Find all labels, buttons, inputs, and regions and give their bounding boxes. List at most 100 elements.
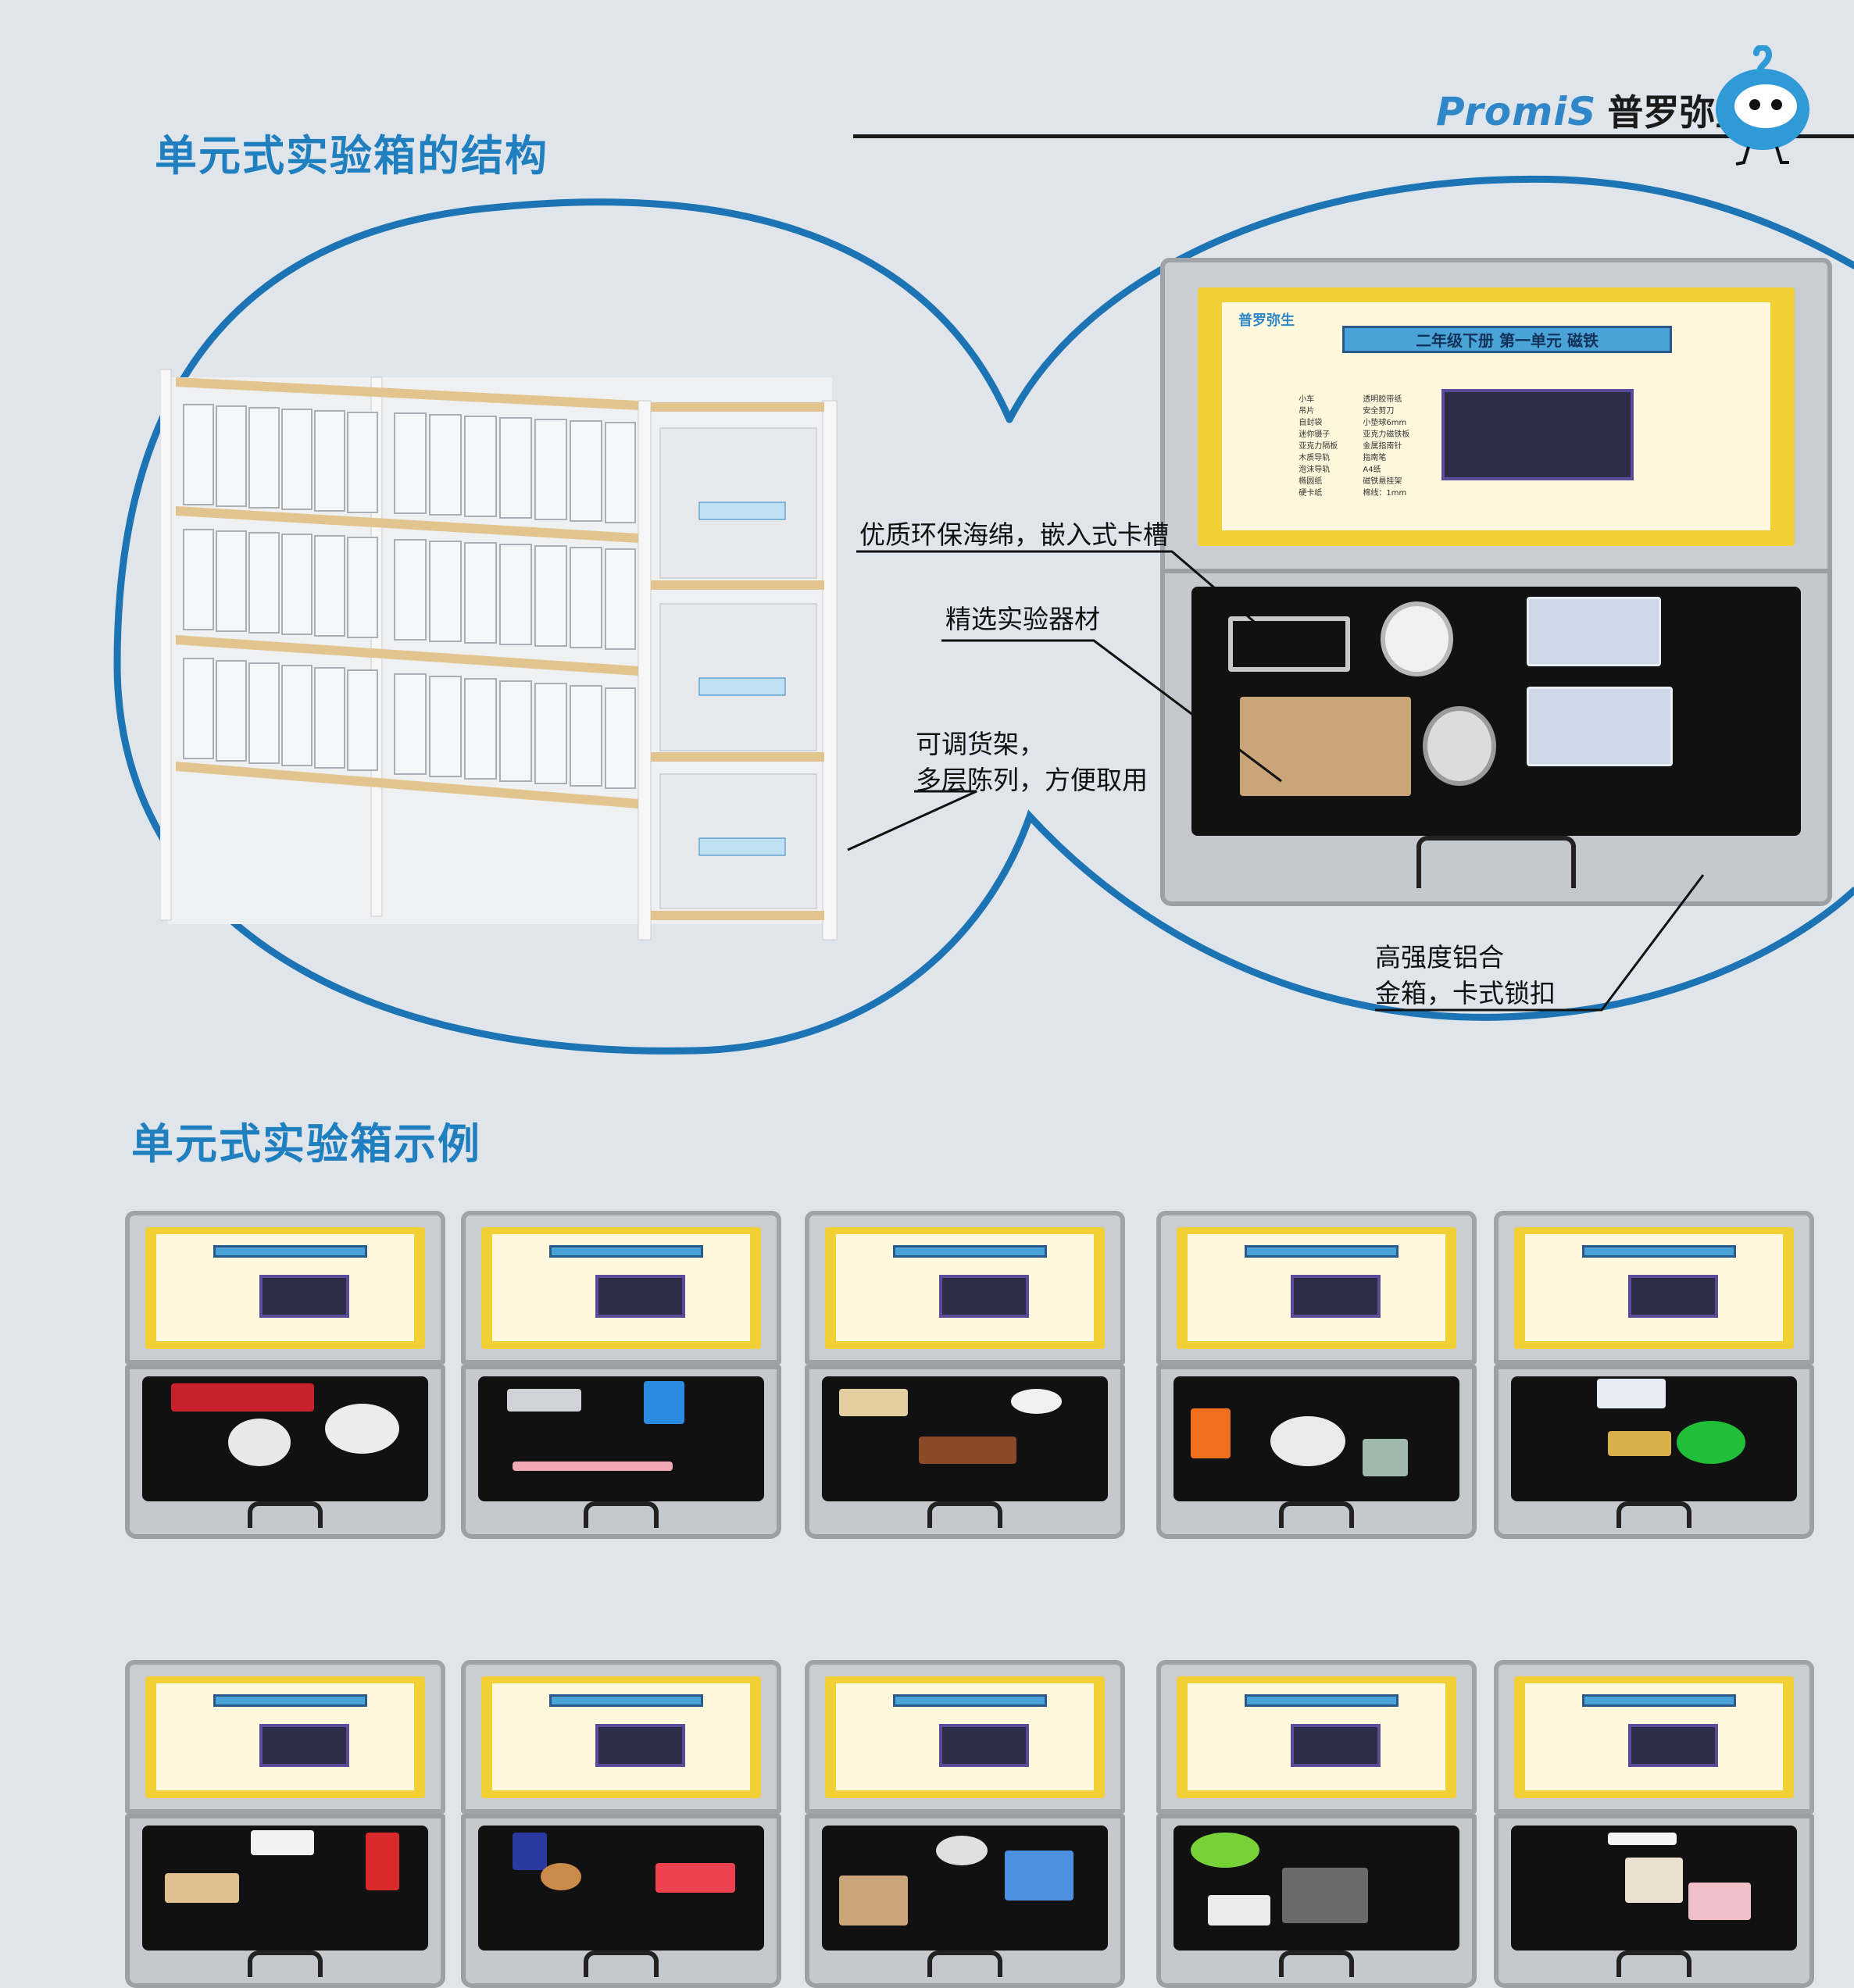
main-case-handle — [1416, 836, 1576, 889]
poster-item: 指南笔 — [1363, 454, 1387, 463]
poster-item: 小车 — [1299, 395, 1315, 405]
example-case-item — [919, 1436, 1016, 1464]
example-poster-title — [1244, 1244, 1399, 1258]
example-poster-photo — [939, 1275, 1030, 1319]
example-case-poster-frame — [824, 1226, 1106, 1349]
plastic-box-2 — [1527, 686, 1674, 766]
example-case-item — [936, 1835, 988, 1866]
poster-item: A4纸 — [1363, 466, 1381, 475]
example-poster-title — [213, 1694, 368, 1708]
example-case-handle — [1616, 1950, 1691, 1977]
example-poster-title — [1581, 1244, 1737, 1258]
example-case-poster — [156, 1234, 414, 1342]
plastic-box — [1527, 596, 1661, 667]
example-case-base — [125, 1814, 445, 1988]
example-case-base — [1494, 1365, 1814, 1539]
example-case-foam — [1510, 1825, 1798, 1951]
example-case — [461, 1660, 781, 1988]
example-case-foam — [1173, 1376, 1460, 1501]
example-case-item — [838, 1875, 908, 1926]
example-case-foam — [477, 1376, 765, 1501]
example-poster-photo — [259, 1724, 350, 1768]
example-case-item — [251, 1830, 314, 1856]
example-case — [1156, 1660, 1477, 1988]
example-case-base — [805, 1814, 1125, 1988]
example-case-item — [1010, 1388, 1063, 1414]
example-case-poster-frame — [480, 1226, 762, 1349]
example-case-item — [1596, 1379, 1666, 1409]
example-case-foam — [141, 1376, 429, 1501]
example-case-poster-frame — [1176, 1676, 1457, 1798]
example-case-base — [461, 1814, 781, 1988]
poster-item: 吊片 — [1299, 407, 1315, 416]
example-case-lid — [1156, 1660, 1477, 1815]
compass — [1423, 706, 1496, 787]
example-poster-photo — [259, 1275, 350, 1319]
example-case-lid — [1494, 1211, 1814, 1365]
example-case-poster-frame — [1513, 1676, 1795, 1798]
example-case-item — [1362, 1438, 1409, 1476]
example-case-item — [512, 1833, 547, 1871]
example-case-lid — [805, 1660, 1125, 1815]
example-poster-photo — [595, 1275, 686, 1319]
example-case-foam — [1510, 1376, 1798, 1501]
callout-case-line1: 高强度铝合 — [1375, 942, 1504, 973]
example-grid — [125, 1211, 1828, 1988]
example-case-item — [1608, 1833, 1677, 1846]
header-rule — [853, 134, 1854, 138]
example-case-poster-frame — [480, 1676, 762, 1798]
poster-item-row: 小车 透明胶带纸 — [1299, 394, 1441, 405]
example-case-poster — [1188, 1683, 1445, 1791]
example-case-handle — [1279, 1950, 1354, 1977]
example-case-poster — [156, 1683, 414, 1791]
poster-item: 安全剪刀 — [1363, 407, 1395, 416]
example-case-item — [170, 1383, 314, 1412]
poster-item: 金属指南针 — [1363, 442, 1402, 451]
example-case — [805, 1660, 1125, 1988]
example-case — [1494, 1660, 1814, 1988]
example-case-base — [1156, 1814, 1477, 1988]
brand-latin: PromiS — [1436, 89, 1597, 134]
example-poster-title — [892, 1244, 1048, 1258]
example-case-lid — [461, 1660, 781, 1815]
example-case-item — [1608, 1431, 1671, 1457]
example-case-lid — [461, 1211, 781, 1365]
example-case-foam — [821, 1376, 1109, 1501]
example-poster-photo — [1291, 1275, 1381, 1319]
poster-item: 椭圆纸 — [1299, 477, 1323, 487]
example-poster-title — [548, 1244, 704, 1258]
example-case-base — [1494, 1814, 1814, 1988]
example-case-poster-frame — [145, 1676, 426, 1798]
example-case-foam — [821, 1825, 1109, 1951]
example-case-lid — [1156, 1211, 1477, 1365]
section1-frame — [113, 175, 1854, 1055]
example-case-handle — [584, 1501, 659, 1528]
example-case-poster — [492, 1683, 750, 1791]
main-case-poster: 普罗弥生 二年级下册 第一单元 磁铁 小车透明胶带纸吊片安全剪刀自封袋小垫球6m… — [1221, 302, 1771, 531]
poster-item: 硬卡纸 — [1299, 489, 1323, 498]
poster-item: 棉线：1mm — [1363, 489, 1407, 498]
example-poster-title — [1581, 1694, 1737, 1708]
poster-item-row: 迷你镊子亚克力磁铁板 — [1299, 429, 1441, 441]
example-case-handle — [927, 1950, 1002, 1977]
example-case-poster — [836, 1683, 1094, 1791]
example-case-lid — [125, 1211, 445, 1365]
example-poster-photo — [595, 1724, 686, 1768]
example-case-item — [1005, 1850, 1074, 1901]
example-case-item — [325, 1404, 400, 1454]
example-case-item — [838, 1388, 908, 1417]
callout-shelf-line2: 多层陈列，方便取用 — [916, 765, 1148, 795]
poster-item: 磁铁悬挂架 — [1363, 477, 1402, 487]
main-case-lid: 普罗弥生 二年级下册 第一单元 磁铁 小车透明胶带纸吊片安全剪刀自封袋小垫球6m… — [1160, 258, 1832, 576]
shelf-drawing — [159, 369, 838, 940]
callout-lines — [847, 550, 1705, 1012]
example-case-handle — [1616, 1501, 1691, 1528]
poster-item: 透明胶带纸 — [1363, 395, 1402, 405]
example-case-item — [1625, 1858, 1683, 1904]
example-case-poster-frame — [1513, 1226, 1795, 1349]
main-case-foam — [1191, 587, 1802, 837]
example-case-item — [512, 1461, 673, 1472]
example-case-foam — [141, 1825, 429, 1951]
